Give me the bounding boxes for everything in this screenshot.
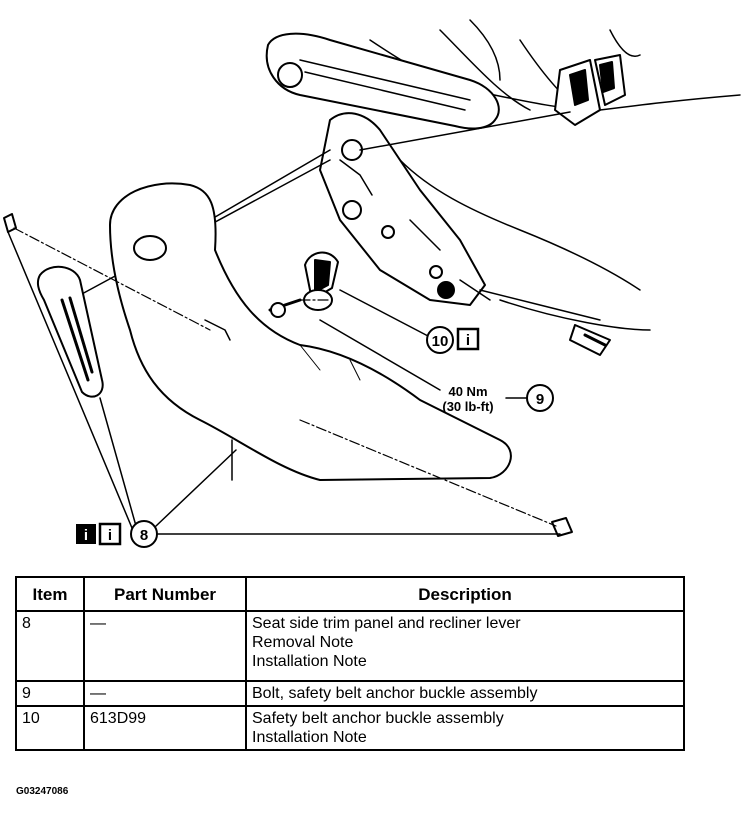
cell-part-number: 613D99 xyxy=(83,705,247,751)
callout-9: 40 Nm (30 lb-ft) 9 xyxy=(442,384,554,414)
cell-item: 9 xyxy=(15,680,85,707)
callout-8: i i 8 xyxy=(76,520,158,548)
cell-description: Safety belt anchor buckle assembly Insta… xyxy=(245,705,685,751)
cell-description: Seat side trim panel and recliner lever … xyxy=(245,610,685,682)
removal-note-icon xyxy=(76,524,96,544)
screw-right xyxy=(551,517,573,537)
recliner-mechanism xyxy=(319,112,611,356)
cell-part-number: — xyxy=(83,680,247,707)
callout-9-number: 9 xyxy=(536,391,544,408)
callout-leader-9 xyxy=(319,319,529,399)
note-icon xyxy=(456,327,480,351)
note-icon-label: i xyxy=(466,332,470,349)
callout-10: 10 i xyxy=(426,326,480,354)
installation-note-icon xyxy=(98,522,122,546)
table-header-row: Item Part Number Description xyxy=(15,576,685,612)
recliner-lever xyxy=(36,265,104,398)
callout-leader-8 xyxy=(7,231,561,535)
seat-back-frame xyxy=(469,19,641,81)
table-row: 10 613D99 Safety belt anchor buckle asse… xyxy=(15,705,685,751)
cell-description: Bolt, safety belt anchor buckle assembly xyxy=(245,680,685,707)
description-line: Seat side trim panel and recliner lever xyxy=(252,615,521,632)
screw-alignment-line xyxy=(13,227,557,527)
description-line: Installation Note xyxy=(252,729,367,746)
callout-leader-10 xyxy=(339,289,429,337)
callout-10-number: 10 xyxy=(432,333,449,350)
header-part-number: Part Number xyxy=(83,576,247,612)
screw-left xyxy=(3,213,17,233)
parts-table: Item Part Number Description 8 — Seat si… xyxy=(15,576,685,751)
callout-8-number: 8 xyxy=(140,527,148,544)
description-line: Safety belt anchor buckle assembly xyxy=(252,710,504,727)
anchor-bolt xyxy=(268,298,302,318)
torque-metric: 40 Nm xyxy=(448,384,487,399)
header-description: Description xyxy=(245,576,685,612)
table-row: 8 — Seat side trim panel and recliner le… xyxy=(15,610,685,682)
cell-item: 10 xyxy=(15,705,85,751)
seat-side-trim-panel xyxy=(109,182,512,481)
cell-part-number: — xyxy=(83,610,247,682)
figure-id: G03247086 xyxy=(16,786,69,797)
description-line: Removal Note xyxy=(252,634,354,651)
header-item: Item xyxy=(15,576,85,612)
exploded-view-diagram: 10 i 40 Nm (30 lb-ft) 9 i i 8 xyxy=(3,19,741,548)
buckle-upper xyxy=(554,54,626,126)
buckle-assembly xyxy=(303,251,339,311)
cell-item: 8 xyxy=(15,610,85,682)
torque-imperial: (30 lb-ft) xyxy=(442,399,493,414)
table-row: 9 — Bolt, safety belt anchor buckle asse… xyxy=(15,680,685,707)
description-line: Bolt, safety belt anchor buckle assembly xyxy=(252,685,538,702)
installation-note-icon-label: i xyxy=(108,527,112,544)
description-line: Installation Note xyxy=(252,653,367,670)
removal-note-icon-label: i xyxy=(84,527,88,544)
seat-cushion-outline xyxy=(369,29,741,331)
armrest xyxy=(265,32,500,130)
